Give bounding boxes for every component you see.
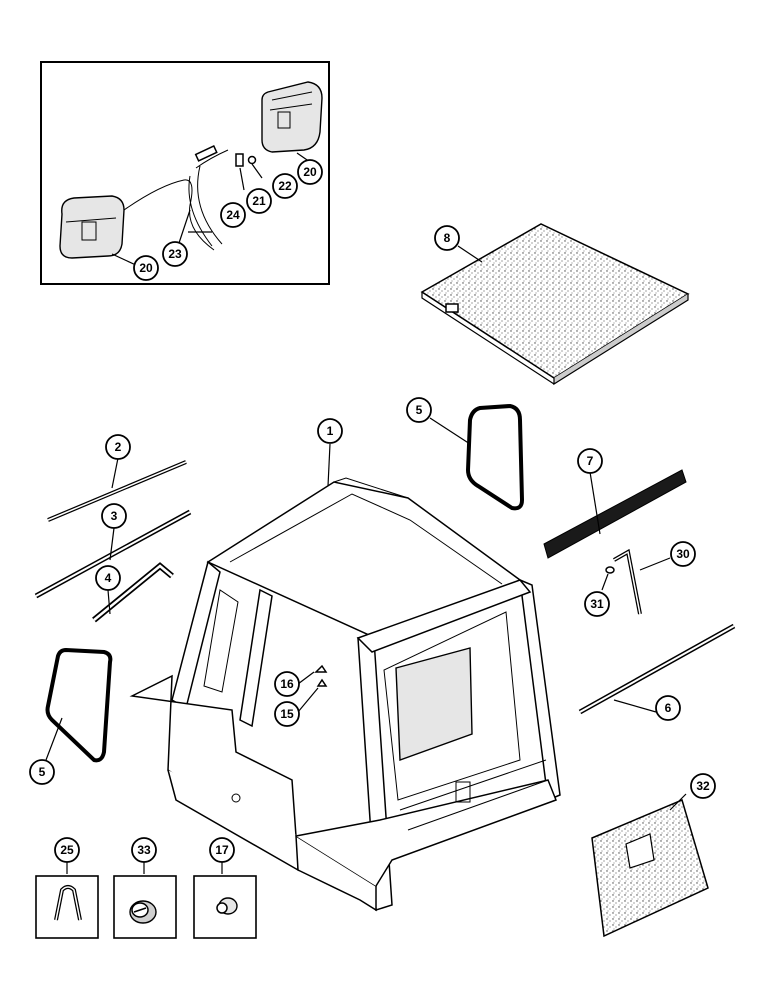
window-seal-lower	[45, 647, 113, 763]
callout-22: 22	[272, 173, 298, 199]
svg-text:30: 30	[676, 547, 690, 561]
part-box-33	[113, 862, 177, 939]
callout-5-lower: 5	[29, 759, 55, 785]
grommet-31	[601, 566, 615, 591]
callout-16: 16	[274, 671, 300, 697]
svg-text:31: 31	[590, 597, 604, 611]
part-box-17	[193, 862, 257, 939]
cab-frame	[129, 443, 561, 912]
svg-text:7: 7	[587, 454, 594, 468]
svg-text:8: 8	[444, 231, 451, 245]
svg-text:5: 5	[39, 765, 46, 779]
fastener-15-16	[297, 664, 328, 713]
svg-text:6: 6	[665, 701, 672, 715]
svg-text:25: 25	[60, 843, 74, 857]
svg-text:17: 17	[215, 843, 229, 857]
wiring-harness-23	[123, 179, 215, 251]
callout-7: 7	[577, 448, 603, 474]
lamp-inset	[40, 61, 330, 285]
svg-text:24: 24	[226, 208, 240, 222]
callout-33: 33	[131, 837, 157, 863]
part-box-25	[35, 862, 99, 939]
work-lamp-left	[59, 195, 125, 259]
callout-31: 31	[584, 591, 610, 617]
svg-text:4: 4	[105, 571, 112, 585]
handle-rod	[613, 548, 671, 615]
roof-headliner-panel	[420, 223, 690, 386]
callout-32: 32	[690, 773, 716, 799]
svg-text:5: 5	[416, 403, 423, 417]
svg-text:20: 20	[139, 261, 153, 275]
svg-text:1: 1	[327, 424, 334, 438]
trim-strip-4	[92, 562, 174, 623]
svg-text:20: 20	[303, 165, 317, 179]
callout-5-upper: 5	[406, 397, 432, 423]
svg-text:2: 2	[115, 440, 122, 454]
work-lamp-right	[261, 81, 323, 153]
callout-3: 3	[101, 503, 127, 529]
callout-17: 17	[209, 837, 235, 863]
trim-strip-3	[34, 509, 192, 599]
svg-text:16: 16	[280, 677, 294, 691]
callout-6: 6	[655, 695, 681, 721]
floor-mat	[591, 793, 709, 938]
trim-strip-6	[578, 623, 736, 715]
callout-25: 25	[54, 837, 80, 863]
svg-text:3: 3	[111, 509, 118, 523]
callout-4: 4	[95, 565, 121, 591]
callout-15: 15	[274, 701, 300, 727]
window-seal-upper	[429, 403, 525, 511]
svg-text:33: 33	[137, 843, 151, 857]
svg-text:23: 23	[168, 247, 182, 261]
callout-24: 24	[220, 202, 246, 228]
svg-text:32: 32	[696, 779, 710, 793]
callout-30: 30	[670, 541, 696, 567]
callout-20-right: 20	[297, 159, 323, 185]
callout-8: 8	[434, 225, 460, 251]
trim-strip-2	[47, 457, 187, 522]
svg-text:15: 15	[280, 707, 294, 721]
callout-2: 2	[105, 434, 131, 460]
wiring-harness-24	[188, 149, 229, 247]
sun-visor-strip	[543, 469, 687, 559]
callout-23: 23	[162, 241, 188, 267]
callout-21: 21	[246, 188, 272, 214]
callout-1: 1	[317, 418, 343, 444]
svg-text:21: 21	[252, 194, 266, 208]
svg-text:22: 22	[278, 179, 292, 193]
callout-20-left: 20	[133, 255, 159, 281]
